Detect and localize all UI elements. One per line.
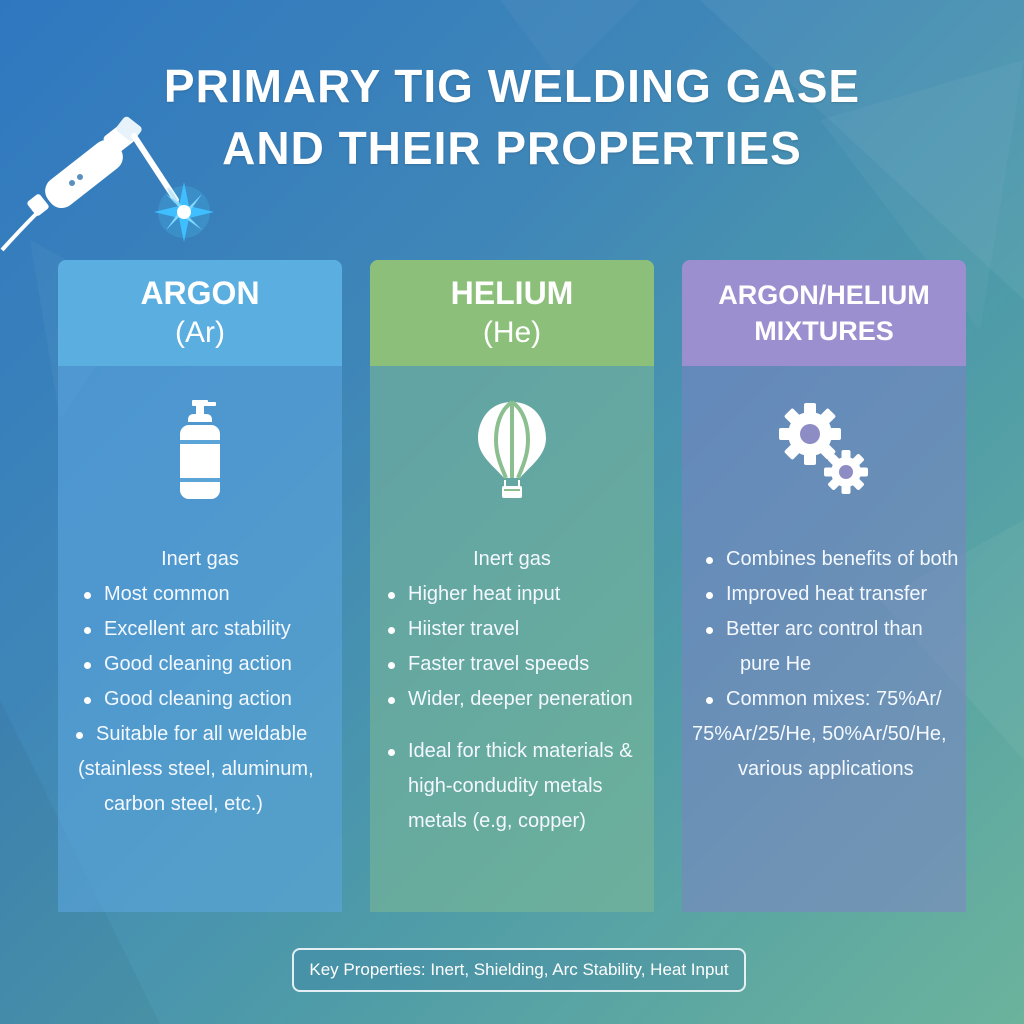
list-item: Hiister travel — [370, 612, 654, 647]
helium-card: HELIUM (He) Inert gas Higher heat input … — [370, 260, 654, 912]
gas-cylinder-icon — [180, 400, 220, 499]
list-item: Combines benefits of both — [682, 542, 966, 577]
list-item: Good cleaning action — [58, 647, 342, 682]
helium-lead-text: Inert gas — [473, 548, 551, 570]
title-line-1: PRIMARY TIG WELDING GASE — [163, 60, 861, 112]
hot-air-balloon-icon — [478, 400, 546, 498]
helium-card-header: HELIUM (He) — [370, 260, 654, 366]
mixtures-card-subtitle: MIXTURES — [754, 316, 894, 346]
title-line-2: AND THEIR PROPERTIES — [222, 122, 802, 174]
list-item-continuation: 75%Ar/25/He, 50%Ar/50/He, — [692, 723, 947, 745]
list-item-continuation: pure He — [740, 653, 812, 675]
list-item: Higher heat input — [370, 577, 654, 612]
argon-card-symbol: (Ar) — [175, 316, 225, 349]
list-item: Faster travel speeds — [370, 647, 654, 682]
helium-card-body: Inert gas Higher heat input Hiister trav… — [370, 542, 654, 839]
argon-card-title: ARGON — [140, 275, 260, 311]
list-item: Suitable for all weldable — [58, 717, 342, 752]
key-properties-box: Key Properties: Inert, Shielding, Arc St… — [292, 948, 746, 992]
list-item-continuation: carbon steel, etc.) — [104, 793, 263, 815]
mixtures-card-body: Combines benefits of both Improved heat … — [682, 542, 966, 787]
helium-card-title: HELIUM — [450, 275, 574, 311]
list-item: Excellent arc stability — [58, 612, 342, 647]
list-item-continuation: high-condudity metals — [408, 775, 603, 797]
argon-card: ARGON (Ar) Inert gas Most common Excelle… — [58, 260, 342, 912]
list-item: Improved heat transfer — [682, 577, 966, 612]
tig-torch-icon — [0, 116, 214, 252]
list-item-continuation: metals (e.g, copper) — [408, 810, 586, 832]
mixtures-card-title: ARGON/HELIUM — [718, 280, 930, 310]
list-item: Ideal for thick materials & — [370, 734, 654, 769]
key-properties-text: Key Properties: Inert, Shielding, Arc St… — [309, 960, 729, 979]
list-item: Most common — [58, 577, 342, 612]
list-item-continuation: various applications — [738, 758, 914, 780]
gears-icon — [779, 403, 868, 494]
mixtures-card: ARGON/HELIUM MIXTURES — [682, 260, 966, 912]
list-item-continuation: (stainless steel, aluminum, — [78, 758, 314, 780]
list-item: Better arc control than — [682, 612, 966, 647]
list-item: Wider, deeper peneration — [370, 682, 654, 717]
argon-card-header: ARGON (Ar) — [58, 260, 342, 366]
page-title: PRIMARY TIG WELDING GASE AND THEIR PROPE… — [140, 55, 884, 179]
argon-lead-text: Inert gas — [161, 548, 239, 570]
mixtures-card-header: ARGON/HELIUM MIXTURES — [682, 260, 966, 366]
argon-card-body: Inert gas Most common Excellent arc stab… — [58, 542, 342, 822]
list-item: Common mixes: 75%Ar/ — [682, 682, 966, 717]
helium-card-symbol: (He) — [482, 316, 542, 349]
list-item: Good cleaning action — [58, 682, 342, 717]
